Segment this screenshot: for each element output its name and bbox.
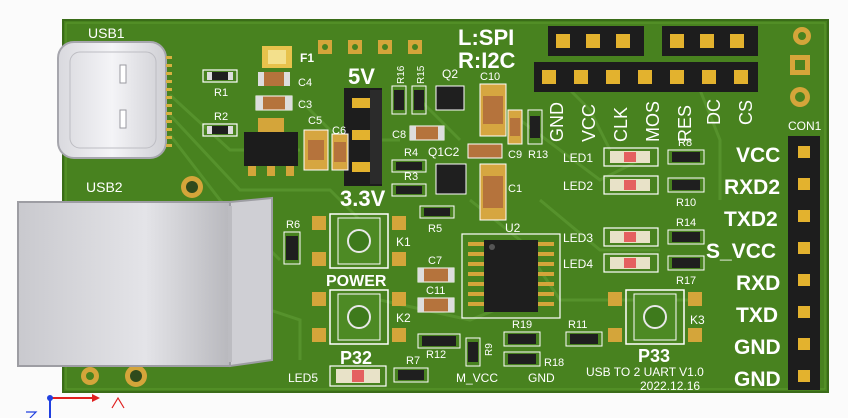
svg-text:C11: C11 — [426, 285, 445, 297]
svg-text:R9: R9 — [484, 343, 495, 356]
led4-label: LED4 — [563, 257, 593, 271]
svg-text:R1: R1 — [214, 87, 228, 99]
svg-text:R15: R15 — [416, 65, 427, 84]
usb1-label: USB1 — [88, 25, 125, 41]
led2-label: LED2 — [563, 179, 593, 193]
jumper-3v3-label: 3.3V — [340, 186, 386, 211]
svg-text:R13: R13 — [528, 149, 548, 161]
p33-label: P33 — [638, 346, 670, 366]
svg-text:R14: R14 — [676, 217, 696, 229]
version-text: USB TO 2 UART V1.0 — [586, 365, 704, 379]
gnd-small-label: GND — [528, 371, 555, 385]
jumper-5v-label: 5V — [348, 64, 375, 89]
svg-text:C1: C1 — [508, 183, 522, 195]
svg-text:C3: C3 — [298, 99, 312, 111]
svg-text:C9: C9 — [508, 149, 522, 161]
con1-pin-gnd-1: GND — [734, 336, 781, 359]
m-vcc-label: M_VCC — [456, 371, 498, 385]
svg-text:C8: C8 — [392, 129, 406, 141]
svg-text:R6: R6 — [286, 219, 300, 231]
con1-pin-s-vcc: S_VCC — [706, 240, 776, 263]
jumper-header-power — [344, 88, 382, 186]
con1-pin-vcc: VCC — [736, 144, 780, 167]
svg-text:C6: C6 — [332, 125, 346, 137]
svg-text:C4: C4 — [298, 77, 312, 89]
svg-text:C5: C5 — [308, 115, 322, 127]
oled-header-labels: GND VCC CLK MOS RES DC CS — [547, 99, 756, 142]
led5-label: LED5 — [288, 371, 318, 385]
date-text: 2022.12.16 — [640, 379, 700, 393]
p33-button-k3[interactable] — [608, 289, 702, 345]
con1-pin-txd: TXD — [736, 304, 778, 327]
svg-text:R7: R7 — [406, 355, 420, 367]
svg-text:C10: C10 — [480, 71, 500, 83]
smd-components — [202, 69, 705, 383]
con1-pin-labels: VCC RXD2 TXD2 S_VCC RXD TXD GND GND — [706, 144, 781, 391]
con1-header — [788, 136, 820, 390]
header-label-cs: CS — [736, 100, 756, 125]
q2-label: Q2 — [442, 67, 458, 81]
power-button-k1[interactable] — [312, 213, 406, 269]
svg-text:R5: R5 — [428, 223, 442, 235]
svg-text:R8: R8 — [678, 137, 692, 149]
axis-indicator — [26, 394, 125, 418]
con1-pin-rxd2: RXD2 — [724, 176, 780, 199]
svg-text:R12: R12 — [426, 349, 446, 361]
svg-text:R10: R10 — [676, 197, 696, 209]
component-designators: R1 R2 C4 C3 C5 C6 R16 R15 C10 C8 C9 R13 … — [214, 65, 696, 369]
header-label-gnd: GND — [547, 102, 567, 142]
svg-text:R17: R17 — [676, 275, 696, 287]
svg-text:C7: C7 — [428, 255, 442, 267]
con1-pin-gnd-2: GND — [734, 368, 781, 391]
led5-component — [329, 365, 387, 387]
led1-label: LED1 — [563, 151, 593, 165]
svg-text:F1: F1 — [300, 51, 314, 65]
usb1-type-c-connector — [57, 41, 172, 159]
p32-button-k2[interactable] — [312, 289, 406, 345]
header-row-top — [548, 26, 758, 56]
k1-label: K1 — [396, 235, 411, 249]
header-label-res: RES — [675, 105, 695, 142]
header-label-dc: DC — [704, 99, 724, 125]
svg-text:R3: R3 — [404, 171, 418, 183]
k3-label: K3 — [690, 313, 705, 327]
usb-uart-ic-u2 — [461, 233, 561, 319]
svg-text:R2: R2 — [214, 111, 228, 123]
svg-text:R18: R18 — [544, 357, 564, 369]
q1c2-label: Q1C2 — [428, 145, 460, 159]
fuse-f1: F1 — [262, 46, 314, 68]
top-test-pads — [318, 40, 422, 54]
mode-i2c-label: R:I2C — [458, 48, 516, 73]
k2-label: K2 — [396, 311, 411, 325]
header-label-vcc: VCC — [579, 104, 599, 142]
p32-label: P32 — [340, 348, 372, 368]
status-leds — [603, 147, 659, 273]
power-label: POWER — [326, 273, 387, 290]
con1-pin-rxd: RXD — [736, 272, 780, 295]
mounting-holes — [81, 27, 811, 387]
con1-label: CON1 — [788, 119, 822, 133]
svg-text:R16: R16 — [396, 65, 407, 84]
u2-label: U2 — [505, 221, 521, 235]
usb2-label: USB2 — [86, 179, 123, 195]
header-label-clk: CLK — [611, 107, 631, 142]
header-label-mos: MOS — [643, 101, 663, 142]
mode-spi-label: L:SPI — [458, 25, 514, 50]
svg-text:R4: R4 — [404, 147, 418, 159]
con1-pin-txd2: TXD2 — [724, 208, 778, 231]
usb2-type-b-connector — [17, 196, 273, 368]
header-row-oled — [534, 62, 758, 92]
svg-text:R19: R19 — [512, 319, 532, 331]
led3-label: LED3 — [563, 231, 593, 245]
svg-text:R11: R11 — [568, 319, 587, 331]
voltage-regulator — [244, 118, 298, 176]
